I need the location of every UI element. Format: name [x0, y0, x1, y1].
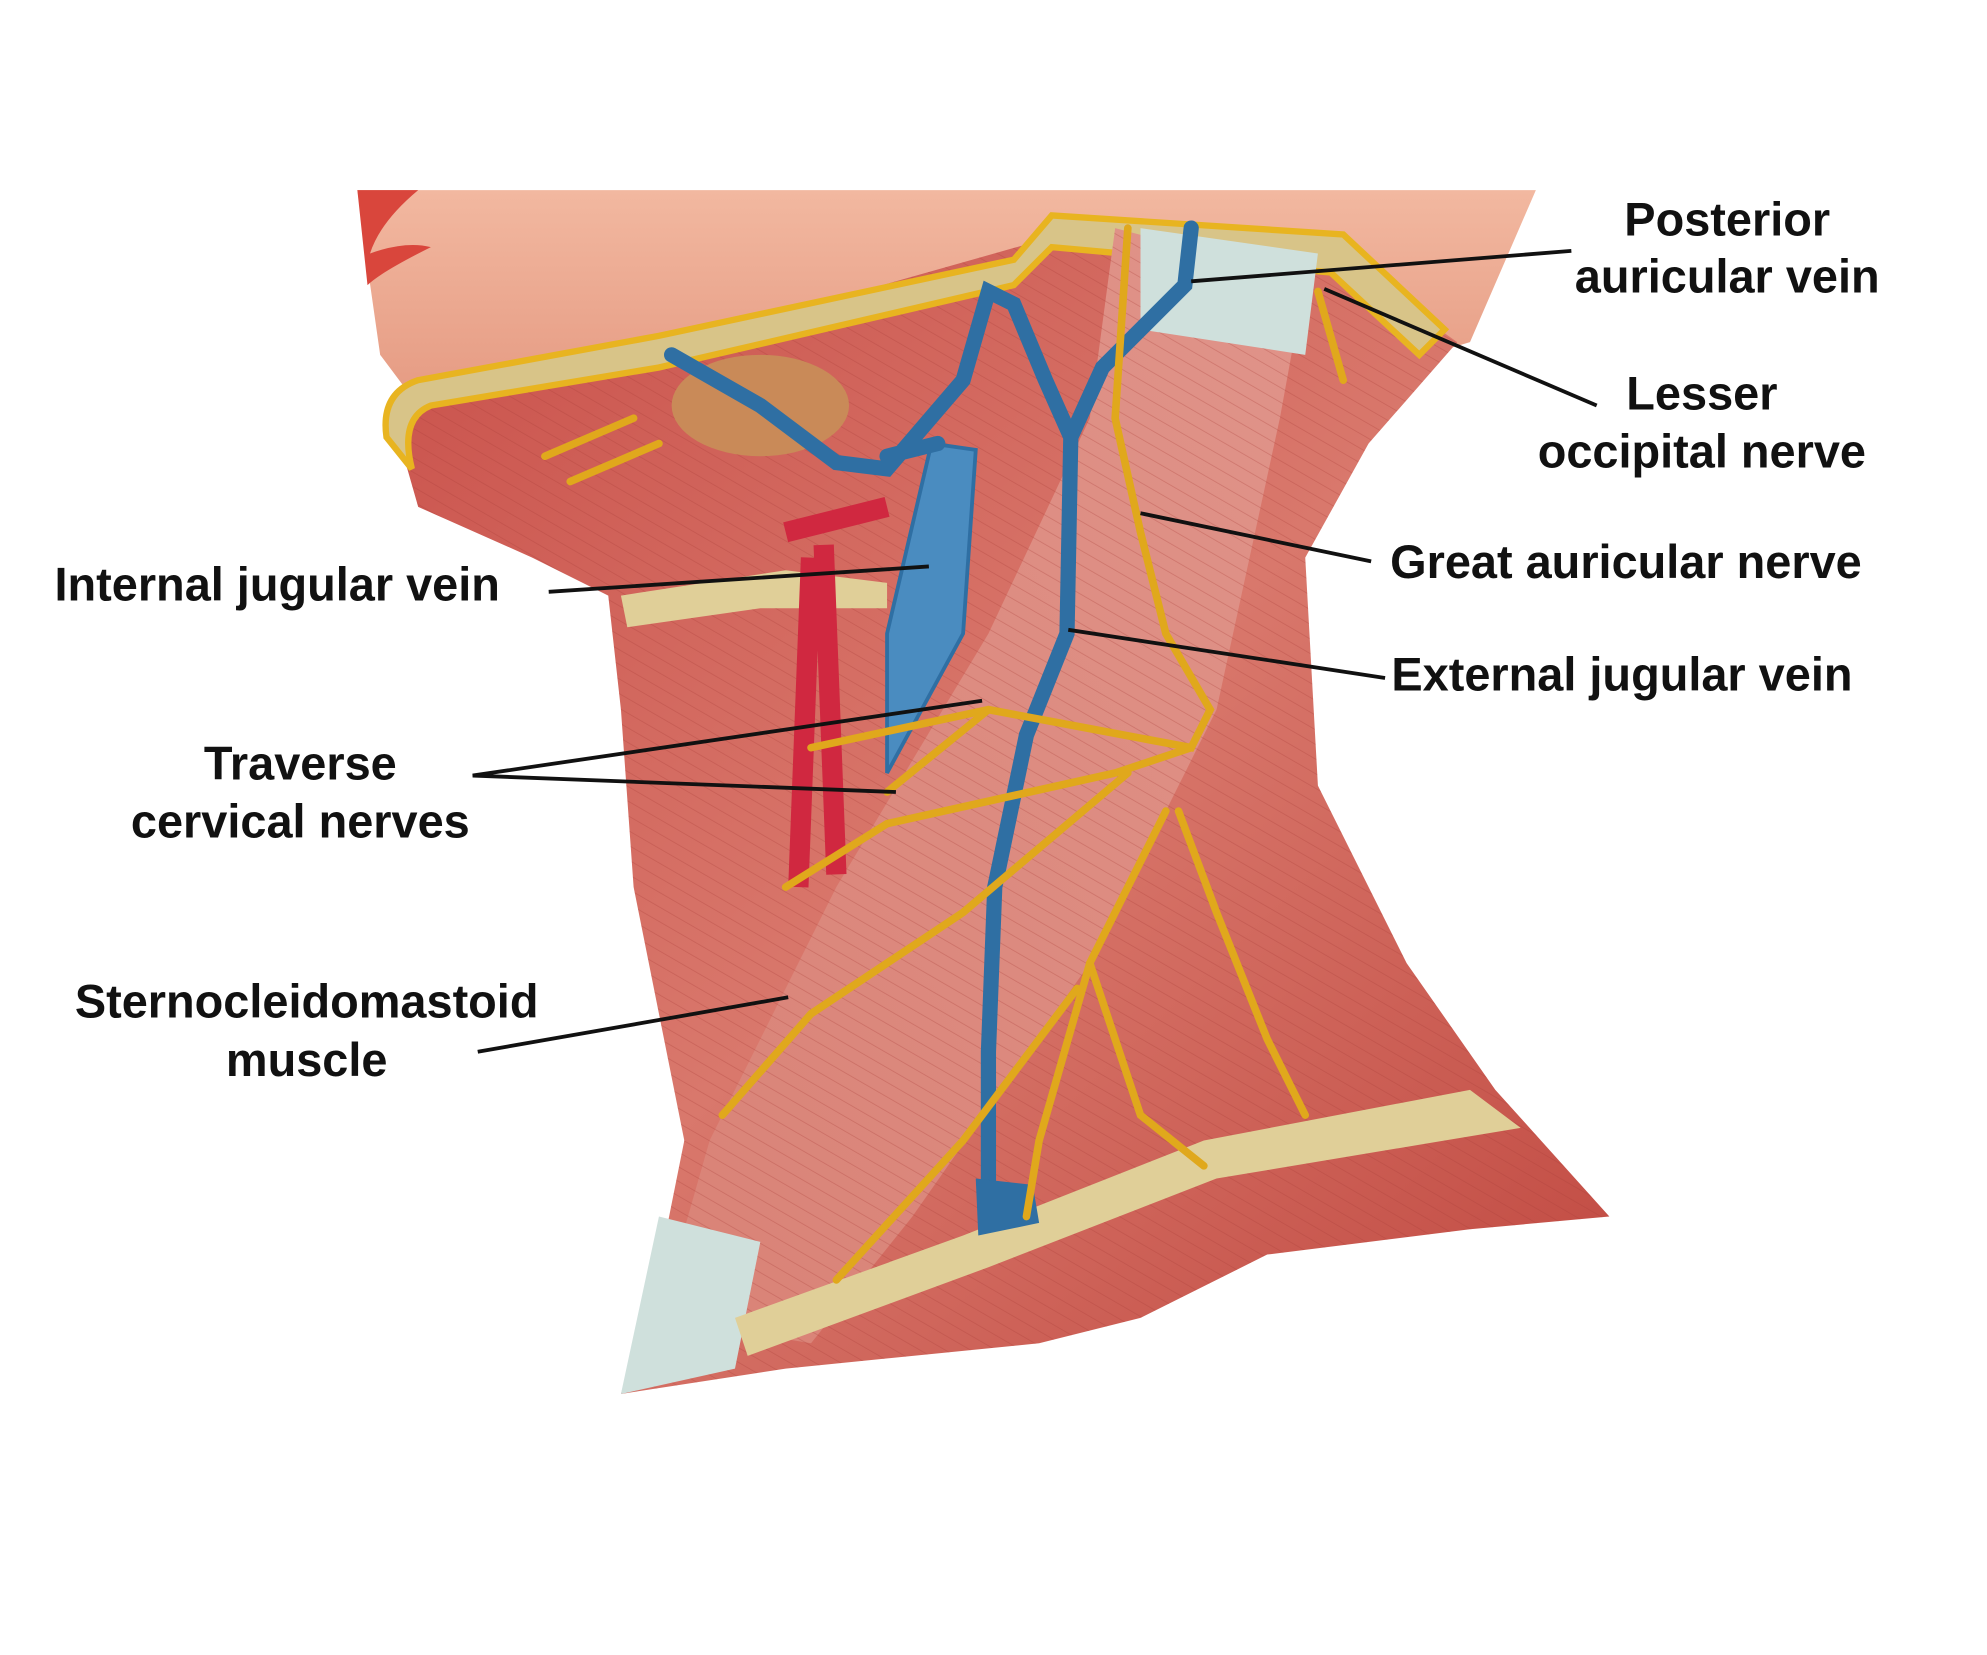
label-lesser-occipital-nerve-1: Lesser: [1626, 367, 1777, 419]
external-jugular-vein-shape: [664, 220, 1199, 1225]
leader-internal-jugular-vein: [548, 564, 929, 594]
label-posterior-auricular-vein-1: Posterior: [1624, 194, 1830, 246]
label-sternocleidomastoid-2: muscle: [226, 1034, 388, 1086]
sternal-tendon: [620, 1216, 761, 1394]
internal-jugular-vein-shape: [885, 441, 978, 774]
label-lesser-occipital-nerve-2: occipital nerve: [1538, 426, 1866, 478]
clavicle-border: [734, 1089, 1521, 1356]
leader-traverse-cervical-nerves: [472, 698, 983, 794]
label-external-jugular-vein: External jugular vein: [1391, 649, 1852, 701]
mandible-border: [382, 212, 1450, 471]
vein-terminal: [975, 1178, 1040, 1236]
label-great-auricular-nerve: Great auricular nerve: [1390, 536, 1862, 588]
leader-external-jugular-vein: [1067, 627, 1386, 680]
scm-fibers: [658, 228, 1306, 1344]
leader-posterior-auricular-vein: [1191, 249, 1572, 284]
lips: [357, 190, 431, 286]
label-traverse-cervical-nerves-2: cervical nerves: [131, 796, 470, 848]
label-traverse-cervical-nerves-1: Traverse: [204, 737, 397, 789]
leader-lesser-occipital-nerve: [1323, 287, 1598, 408]
leader-sternocleidomastoid: [477, 995, 789, 1054]
label-sternocleidomastoid-1: Sternocleidomastoid: [75, 976, 539, 1028]
nerves: [541, 224, 1348, 1284]
carotid-artery: [783, 497, 890, 888]
leader-great-auricular-nerve: [1140, 511, 1372, 564]
label-posterior-auricular-vein-2: auricular vein: [1575, 251, 1880, 303]
label-internal-jugular-vein: Internal jugular vein: [54, 559, 499, 611]
